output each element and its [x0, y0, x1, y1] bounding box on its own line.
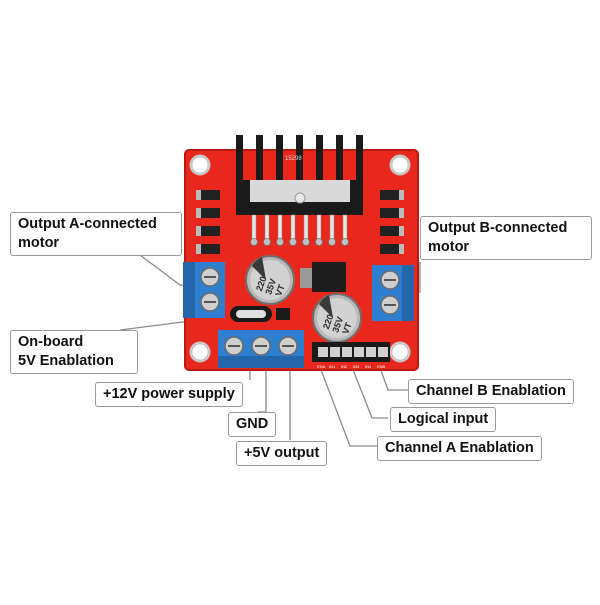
header-pin-label: IN1 — [329, 364, 336, 369]
onboard-5v-jumper — [230, 306, 290, 322]
chip-marking: 15298 — [285, 156, 302, 162]
callout-12v-power-text: +12V power supply — [103, 386, 235, 402]
callout-output-b: Output B-connected motor — [420, 216, 592, 260]
leader-logical — [349, 361, 388, 419]
chip-face — [250, 180, 350, 202]
callout-channel-a: Channel A Enablation — [377, 436, 542, 461]
cap1-value: 220 — [254, 275, 269, 293]
callout-output-b-line2: motor — [428, 239, 470, 255]
capacitor-2: 220 35V VT — [312, 293, 362, 343]
header-pin-label: IN4 — [365, 364, 372, 369]
voltage-regulator — [300, 262, 346, 292]
callout-gnd-text: GND — [236, 416, 269, 432]
terminal-output-b — [372, 265, 414, 321]
cap2-value: 220 — [321, 313, 336, 331]
callout-output-a-line1: Output A-connected — [18, 216, 157, 232]
callout-onboard-5v-line1: On-board — [18, 334, 84, 350]
mount-hole-br — [389, 341, 411, 363]
callout-output-b-line1: Output B-connected — [428, 220, 568, 236]
leader-channel-b — [377, 361, 408, 391]
mount-hole-tr — [389, 154, 411, 176]
heatsink: 15298 — [236, 135, 363, 215]
diodes-left — [196, 190, 220, 254]
diodes-right — [380, 190, 404, 254]
leader-channel-a — [317, 361, 378, 447]
callout-output-a-line2: motor — [18, 235, 60, 251]
terminal-output-a — [183, 262, 225, 318]
callout-logical-input: Logical input — [390, 407, 497, 432]
callout-5v-output: +5V output — [236, 441, 328, 466]
cap1-series: VT — [273, 283, 287, 298]
callout-channel-b: Channel B Enablation — [408, 379, 574, 404]
terminal-power — [218, 330, 304, 368]
callout-gnd: GND — [228, 412, 277, 437]
header-pin-label: IN3 — [353, 364, 360, 369]
callout-onboard-5v-line2: 5V Enablation — [18, 353, 114, 369]
mount-hole-tl — [189, 154, 211, 176]
callout-logical-input-text: Logical input — [398, 411, 489, 427]
header-pin-label: IN2 — [341, 364, 348, 369]
callout-output-a: Output A-connected motor — [10, 212, 182, 256]
callout-channel-a-text: Channel A Enablation — [385, 440, 534, 456]
callout-5v-output-text: +5V output — [244, 445, 320, 461]
callout-channel-b-text: Channel B Enablation — [416, 383, 566, 399]
capacitor-1: 220 35V VT — [245, 255, 295, 305]
cap2-series: VT — [340, 321, 354, 336]
callout-12v-power: +12V power supply — [95, 382, 243, 407]
chip-legs — [251, 214, 348, 246]
mount-hole-bl — [189, 341, 211, 363]
header-pin-label: ENB — [377, 364, 386, 369]
callout-onboard-5v: On-board 5V Enablation — [10, 330, 138, 374]
header-pin-label: ENA — [317, 364, 326, 369]
chip-solder-pads — [250, 238, 349, 246]
